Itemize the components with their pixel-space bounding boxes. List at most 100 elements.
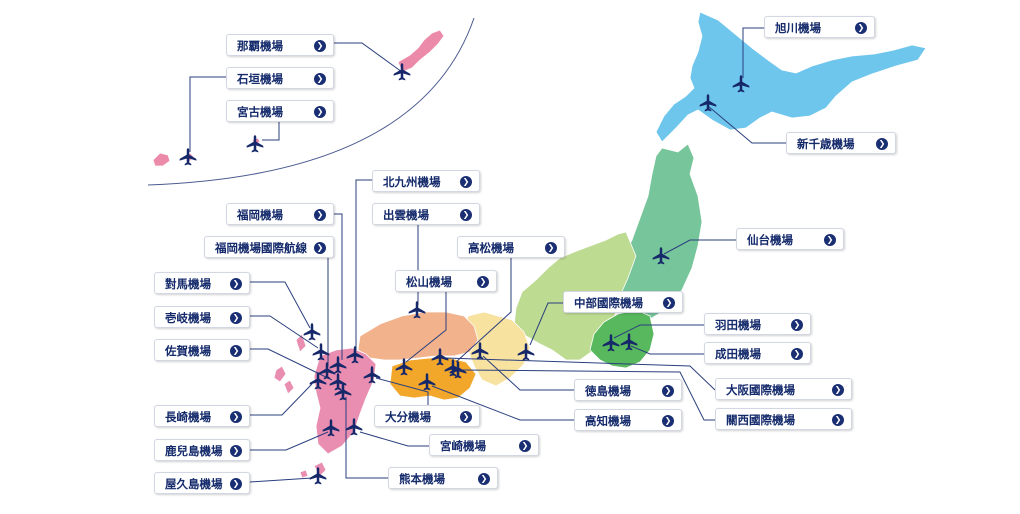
airplane-icon[interactable] bbox=[317, 361, 337, 381]
airport-button-haneda[interactable]: 羽田機場❯ bbox=[704, 313, 811, 335]
airport-button-chubu[interactable]: 中部國際機場 ❯ bbox=[563, 291, 683, 313]
airplane-icon[interactable] bbox=[443, 358, 463, 378]
airport-name: 松山機場 bbox=[406, 275, 452, 289]
airport-button-fukuoka_intl[interactable]: 福岡機場國際航線 ❯ bbox=[204, 236, 334, 258]
airport-button-ishigaki[interactable]: 石垣機場❯ bbox=[226, 67, 334, 89]
airport-button-miyako[interactable]: 宮古機場❯ bbox=[226, 100, 334, 122]
airplane-icon[interactable] bbox=[245, 134, 265, 154]
chevron-right-icon: ❯ bbox=[855, 22, 867, 34]
airplane-icon[interactable] bbox=[430, 347, 450, 367]
airport-button-saga[interactable]: 佐賀機場❯ bbox=[154, 339, 250, 361]
airplane-icon[interactable] bbox=[394, 357, 414, 377]
airplane-icon[interactable] bbox=[362, 365, 382, 385]
leader-line-ishigaki bbox=[189, 76, 226, 152]
airport-button-kochi[interactable]: 高知機場❯ bbox=[574, 409, 682, 431]
airplane-icon[interactable] bbox=[344, 417, 364, 437]
airport-button-takamatsu[interactable]: 高松機場❯ bbox=[457, 236, 565, 258]
chevron-right-icon: ❯ bbox=[478, 473, 490, 485]
airport-name: 鹿兒島機場 bbox=[165, 444, 223, 458]
airport-name: 長崎機場 bbox=[165, 410, 211, 424]
leader-line-fukuoka bbox=[334, 213, 343, 360]
airport-name: 宮古機場 bbox=[237, 105, 283, 119]
airplane-icon[interactable] bbox=[321, 418, 341, 438]
airplane-icon[interactable] bbox=[308, 371, 328, 391]
chevron-right-icon: ❯ bbox=[519, 440, 531, 452]
airport-button-tokushima[interactable]: 徳島機場❯ bbox=[574, 379, 682, 401]
airport-button-asahikawa[interactable]: 旭川機場 ❯ bbox=[764, 16, 875, 38]
leader-line-takamatsu bbox=[455, 258, 512, 363]
airplane-icon[interactable] bbox=[601, 333, 621, 353]
chevron-right-icon: ❯ bbox=[460, 411, 472, 423]
airport-name: 徳島機場 bbox=[585, 384, 631, 398]
chevron-right-icon: ❯ bbox=[662, 415, 674, 427]
airport-button-shinchitose[interactable]: 新千歳機場❯ bbox=[786, 132, 896, 154]
airplane-icon[interactable] bbox=[345, 345, 365, 365]
airplane-icon[interactable] bbox=[302, 322, 322, 342]
leader-line-iki bbox=[250, 315, 319, 349]
chevron-right-icon: ❯ bbox=[230, 478, 242, 490]
airport-button-kitakyushu[interactable]: 北九州機場❯ bbox=[372, 170, 480, 192]
airport-name: 那覇機場 bbox=[237, 39, 283, 53]
airport-button-kumamoto[interactable]: 熊本機場❯ bbox=[388, 467, 498, 489]
airport-button-kansai[interactable]: 關西國際機場 ❯ bbox=[715, 408, 852, 430]
airport-button-izumo[interactable]: 出雲機場❯ bbox=[372, 203, 480, 225]
airport-button-oita[interactable]: 大分機場 ❯ bbox=[374, 405, 480, 427]
leader-line-naha bbox=[334, 42, 403, 73]
airport-name: 石垣機場 bbox=[237, 72, 283, 86]
airport-name: 福岡機場國際航線 bbox=[215, 241, 307, 255]
airport-button-nagasaki[interactable]: 長崎機場 ❯ bbox=[154, 405, 250, 427]
airport-button-miyazaki[interactable]: 宮崎機場❯ bbox=[429, 434, 539, 456]
airplane-icon[interactable] bbox=[448, 360, 468, 380]
chevron-right-icon: ❯ bbox=[460, 209, 472, 221]
airport-name: 大阪國際機場 bbox=[726, 383, 795, 397]
chevron-right-icon: ❯ bbox=[832, 414, 844, 426]
airplane-icon[interactable] bbox=[407, 300, 427, 320]
leader-line-kansai bbox=[461, 369, 715, 421]
leader-line-shinchitose bbox=[707, 105, 786, 144]
airplane-icon[interactable] bbox=[516, 342, 536, 362]
airport-button-kagoshima[interactable]: 鹿兒島機場❯ bbox=[154, 439, 250, 461]
airplane-icon[interactable] bbox=[333, 382, 353, 402]
chevron-right-icon: ❯ bbox=[230, 411, 242, 423]
airplane-icon[interactable] bbox=[392, 62, 412, 82]
leader-line-miyazaki bbox=[359, 431, 429, 447]
airplane-icon[interactable] bbox=[698, 93, 718, 113]
airport-name: 北九州機場 bbox=[383, 175, 441, 189]
airport-name: 旭川機場 bbox=[775, 21, 821, 35]
airplane-icon[interactable] bbox=[470, 341, 490, 361]
airplane-icon[interactable] bbox=[417, 372, 437, 392]
airplane-icon[interactable] bbox=[619, 332, 639, 352]
airport-button-tsushima[interactable]: 對馬機場❯ bbox=[154, 272, 250, 294]
airport-button-sendai[interactable]: 仙台機場❯ bbox=[736, 228, 844, 250]
leader-line-nagasaki bbox=[250, 383, 313, 416]
airport-button-matsuyama[interactable]: 松山機場❯ bbox=[395, 270, 497, 292]
airport-name: 對馬機場 bbox=[165, 277, 211, 291]
airport-name: 壱岐機場 bbox=[165, 311, 211, 325]
airport-name: 福岡機場 bbox=[237, 208, 283, 222]
airport-button-osaka[interactable]: 大阪國際機場❯ bbox=[715, 378, 852, 400]
leader-line-narita bbox=[630, 345, 704, 355]
airplane-icon[interactable] bbox=[651, 246, 671, 266]
airport-button-yakushima[interactable]: 屋久島機場❯ bbox=[154, 472, 250, 494]
chevron-right-icon: ❯ bbox=[314, 242, 326, 254]
airport-button-fukuoka[interactable]: 福岡機場❯ bbox=[226, 203, 334, 225]
airport-button-naha[interactable]: 那覇機場❯ bbox=[226, 34, 334, 56]
airplane-icon[interactable] bbox=[731, 74, 751, 94]
airport-name: 新千歳機場 bbox=[797, 137, 855, 151]
airplane-icon[interactable] bbox=[328, 372, 348, 392]
hokkaido-region bbox=[655, 11, 927, 143]
airplane-icon[interactable] bbox=[311, 342, 331, 362]
airport-button-iki[interactable]: 壱岐機場❯ bbox=[154, 306, 250, 328]
leader-line-haneda bbox=[613, 324, 704, 339]
airplane-icon[interactable] bbox=[328, 355, 348, 375]
airplane-icon[interactable] bbox=[308, 466, 328, 486]
airport-button-narita[interactable]: 成田機場❯ bbox=[704, 342, 811, 364]
airport-name: 中部國際機場 bbox=[574, 296, 643, 310]
airplane-icon[interactable] bbox=[178, 147, 198, 167]
airport-name: 關西國際機場 bbox=[726, 413, 795, 427]
chevron-right-icon: ❯ bbox=[663, 297, 675, 309]
airport-name: 大分機場 bbox=[385, 410, 431, 424]
leader-line-tsushima bbox=[250, 281, 311, 329]
airport-name: 仙台機場 bbox=[747, 233, 793, 247]
